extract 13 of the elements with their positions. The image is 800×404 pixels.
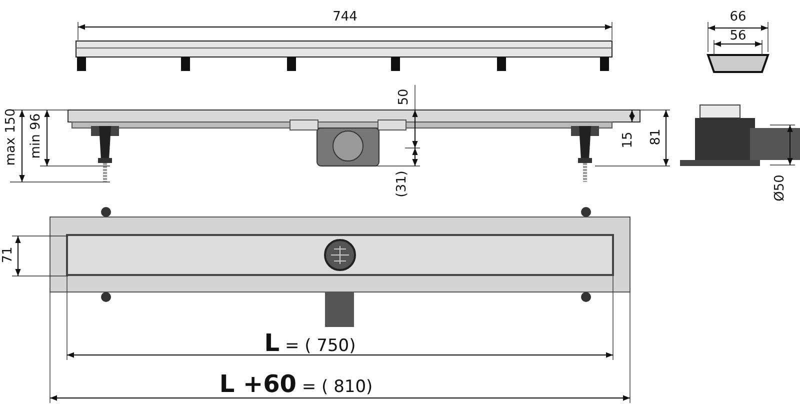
dimension-label: 50 bbox=[398, 88, 410, 106]
dimension-label: 56 bbox=[730, 30, 746, 42]
dimension-label: Ø50 bbox=[774, 174, 786, 202]
dimension-label: L +60 = ( 810) bbox=[219, 372, 373, 396]
dimension-label: max 150 bbox=[4, 108, 18, 166]
dimension-label: 744 bbox=[332, 10, 358, 24]
dimension-label: L = ( 750) bbox=[264, 331, 356, 355]
dimension-label: 81 bbox=[650, 128, 662, 146]
dimension-label: 15 bbox=[622, 132, 634, 148]
dimension-label: 66 bbox=[730, 10, 746, 24]
dimension-label: (31) bbox=[396, 170, 408, 198]
dimension-label: min 96 bbox=[30, 113, 42, 159]
dimension-label: 71 bbox=[2, 246, 14, 264]
